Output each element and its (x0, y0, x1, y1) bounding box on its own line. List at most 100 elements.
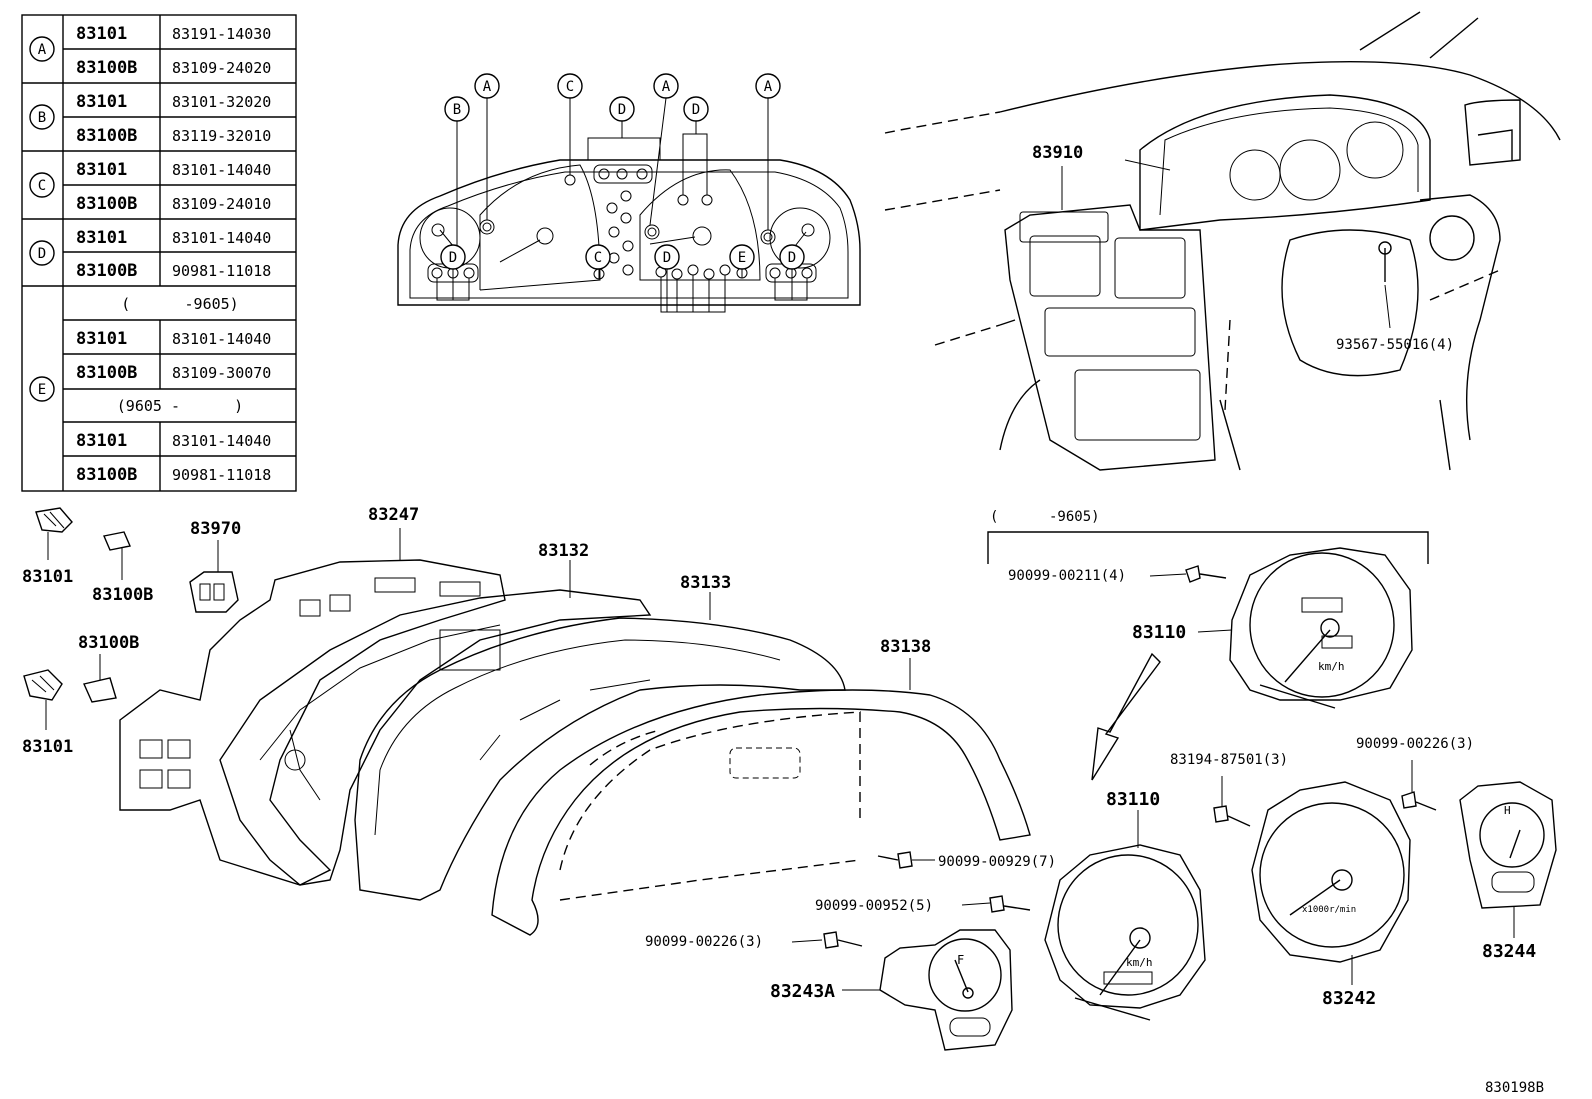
bulb-83100b-top (103, 531, 131, 580)
screw-90099-00211 (1185, 565, 1227, 583)
svg-text:D: D (449, 250, 457, 266)
group-letter-b: B (29, 104, 55, 130)
label-83100b: 83100B (78, 633, 139, 653)
svg-text:D: D (692, 102, 700, 118)
callout-d: D (683, 96, 709, 122)
speedometer-unit: km/h (1126, 956, 1153, 969)
bulb-location-map: B A C D A D A D C D E D (397, 73, 861, 313)
label-83101: 83101 (22, 567, 73, 587)
label-83247: 83247 (368, 505, 419, 525)
svg-text:C: C (594, 250, 602, 266)
table-cell-part: 83101 (76, 92, 127, 112)
table-cell-number: 83191-14030 (172, 25, 271, 43)
table-cell-number: 90981-11018 (172, 466, 271, 484)
speedometer-option-group: ( -9605) (987, 509, 1429, 564)
svg-text:D: D (663, 250, 671, 266)
label-83244: 83244 (1482, 941, 1536, 962)
callout-b: B (444, 96, 470, 122)
temp-gauge-h: H (1504, 804, 1511, 817)
direction-arrow (1091, 652, 1161, 781)
table-cell-number: 83101-14040 (172, 229, 271, 247)
label-83133: 83133 (680, 573, 731, 593)
speedometer-83110-bottom: km/h (1044, 810, 1206, 1021)
svg-text:B: B (453, 102, 461, 118)
screw-90099-00929 (877, 851, 935, 869)
table-cell-number: 83109-24020 (172, 59, 271, 77)
svg-text:E: E (38, 382, 46, 398)
speedometer-unit: km/h (1318, 660, 1345, 673)
table-date-note: ( -9605) (121, 295, 238, 313)
callout-a: A (755, 73, 781, 99)
svg-text:A: A (483, 79, 492, 95)
label-90099-00226: 90099-00226(3) (1356, 736, 1474, 752)
label-83970: 83970 (190, 519, 241, 539)
label-83110: 83110 (1106, 789, 1160, 810)
connector-83970 (189, 540, 239, 613)
label-83138: 83138 (880, 637, 931, 657)
speedometer-83110-top: km/h (1197, 547, 1413, 709)
bulb-83100b-bottom (83, 654, 117, 703)
svg-text:D: D (618, 102, 626, 118)
case-83132 (219, 560, 652, 886)
callout-a: A (653, 73, 679, 99)
table-cell-number: 90981-11018 (172, 262, 271, 280)
table-cell-part: 83101 (76, 329, 127, 349)
label-90099-00952: 90099-00952(5) (815, 898, 933, 914)
table-cell-part: 83100B (76, 126, 137, 146)
temp-gauge-83244: H (1459, 781, 1557, 938)
label-83910: 83910 (1032, 143, 1083, 163)
glass-83138 (491, 658, 1031, 936)
table-cell-number: 83101-32020 (172, 93, 271, 111)
dashboard-illustration (884, 11, 1561, 471)
svg-text:E: E (738, 250, 746, 266)
callout-c: C (585, 244, 611, 270)
label-83132: 83132 (538, 541, 589, 561)
table-cell-part: 83100B (76, 58, 137, 78)
label-83110: 83110 (1132, 622, 1186, 643)
table-cell-part: 83101 (76, 228, 127, 248)
group-letter-c: C (29, 172, 55, 198)
svg-text:A: A (38, 42, 47, 58)
screw-90099-00952 (961, 895, 1031, 913)
tachometer-unit: x1000r/min (1302, 905, 1356, 915)
svg-text:D: D (38, 246, 46, 262)
table-cell-number: 83101-14040 (172, 330, 271, 348)
group-letter-a: A (29, 36, 55, 62)
label-83101: 83101 (22, 737, 73, 757)
screw-90099-00226-right (1401, 760, 1437, 811)
table-cell-part: 83101 (76, 431, 127, 451)
table-cell-number: 83101-14040 (172, 432, 271, 450)
table-cell-part: 83100B (76, 194, 137, 214)
bulb-socket-83101-top (35, 507, 73, 560)
circuit-plate-83247 (119, 528, 506, 886)
svg-text:B: B (38, 110, 46, 126)
table-cell-number: 83109-30070 (172, 364, 271, 382)
callout-d: D (440, 244, 466, 270)
group-letter-d: D (29, 240, 55, 266)
svg-text:A: A (764, 79, 773, 95)
plate-83133 (354, 592, 846, 901)
group-letter-e: E (29, 376, 55, 402)
label-90099-00226: 90099-00226(3) (645, 934, 763, 950)
label-83194-87501: 83194-87501(3) (1170, 752, 1288, 768)
table-cell-number: 83101-14040 (172, 161, 271, 179)
label-90099-00929: 90099-00929(7) (938, 854, 1056, 870)
figure-code: 830198B (1485, 1080, 1544, 1096)
bulb-socket-83101-bottom (23, 669, 63, 730)
callout-d: D (609, 96, 635, 122)
label-83242: 83242 (1322, 988, 1376, 1009)
svg-text:A: A (662, 79, 671, 95)
callout-c: C (557, 73, 583, 99)
callout-d: D (654, 244, 680, 270)
fuel-gauge-f: F (957, 953, 964, 967)
svg-text:C: C (38, 178, 46, 194)
range-note: ( -9605) (990, 509, 1100, 525)
tachometer-83242: x1000r/min (1251, 781, 1411, 985)
table-cell-number: 83109-24010 (172, 195, 271, 213)
callout-a: A (474, 73, 500, 99)
screw-83194-87501 (1213, 776, 1251, 827)
label-90099-00211: 90099-00211(4) (1008, 568, 1126, 584)
svg-text:D: D (788, 250, 796, 266)
screw-90099-00226-left (791, 931, 863, 949)
table-cell-number: 83119-32010 (172, 127, 271, 145)
